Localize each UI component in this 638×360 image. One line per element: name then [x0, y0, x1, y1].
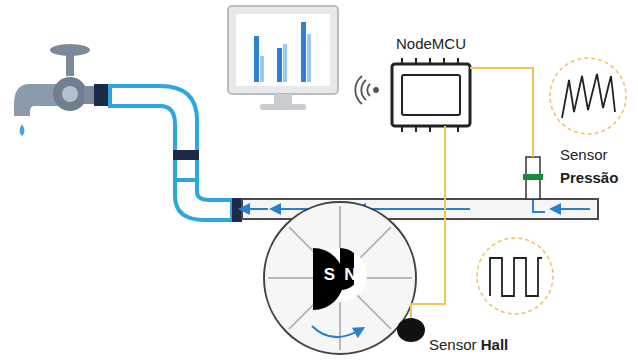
water-meter-wheel: [264, 202, 416, 354]
hall-signal: [477, 238, 553, 314]
pole-letter: S: [324, 265, 335, 285]
monitor: [228, 6, 338, 110]
microcontroller: NodeMCU: [392, 64, 470, 126]
sensor-label: Sensor Hall: [429, 336, 508, 353]
faucet: [10, 44, 94, 136]
magnet-south: S: [313, 248, 340, 302]
signal-wire: [411, 126, 445, 318]
label-part: Pressão: [560, 169, 618, 186]
main-pipe: [242, 184, 598, 219]
nodemcu-chip: [392, 58, 470, 132]
sensor-label: SensorPressão: [560, 143, 618, 190]
pressure-sensor: [523, 157, 543, 199]
label-part: Sensor: [429, 336, 477, 353]
label-part: Sensor: [560, 146, 608, 163]
magnet-north: N: [340, 248, 367, 302]
magnet-pole: [313, 248, 344, 310]
signal-wire: [470, 68, 533, 157]
wifi-symbol: [355, 76, 378, 104]
hall-sensor: [397, 318, 425, 342]
label-part: Hall: [481, 336, 509, 353]
hall-sensor-node: Sensor Hall: [397, 318, 425, 342]
pressure-sensor-node: SensorPressão: [526, 157, 540, 199]
magnet-pole: [340, 248, 354, 290]
inlet-pipe: [94, 84, 242, 222]
pressure-signal: [550, 58, 626, 134]
sensor-label: NodeMCU: [396, 35, 466, 52]
pole-letter: N: [344, 265, 356, 285]
